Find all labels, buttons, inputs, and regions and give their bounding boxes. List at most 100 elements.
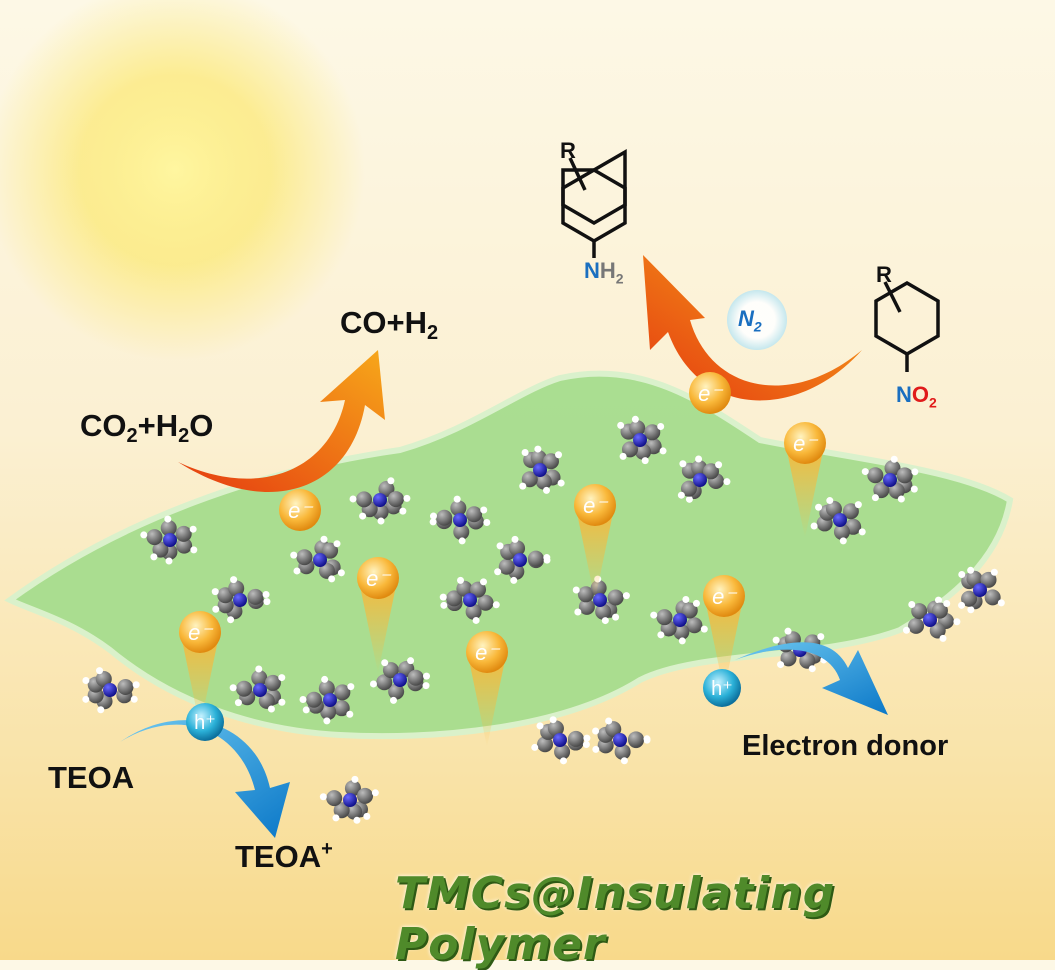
electron-ball: [179, 611, 221, 653]
carbon-atom: [799, 652, 816, 669]
hydrogen-atom: [319, 793, 327, 801]
donor-oxidation-arrow: [735, 642, 888, 715]
nitrogen-atom: [233, 593, 247, 607]
carbon-atom: [703, 463, 720, 480]
carbon-atom: [607, 589, 624, 606]
hydrogen-atom: [685, 495, 693, 503]
hydrogen-atom: [601, 617, 609, 625]
hydrogen-atom: [777, 661, 785, 669]
electron-symbol: e⁻: [366, 566, 392, 591]
hydrogen-atom: [631, 415, 639, 423]
hydrogen-atom: [592, 745, 600, 753]
hydrogen-atom: [542, 486, 550, 494]
hydrogen-atom: [429, 512, 437, 520]
carbon-atom: [842, 503, 859, 520]
hydrogen-atom: [234, 699, 242, 707]
hydrogen-atom: [363, 812, 371, 820]
co2-reduction-arrow: [178, 350, 385, 492]
tmc-molecule: [229, 665, 286, 713]
hydrogen-atom: [510, 576, 518, 584]
electron-symbol: e⁻: [288, 498, 314, 523]
hydrogen-atom: [934, 596, 942, 604]
hydrogen-atom: [555, 451, 563, 459]
aniline-nh2-label: NH2: [584, 258, 624, 286]
carbon-atom: [929, 622, 946, 639]
teoa-label: TEOA: [48, 760, 135, 795]
carbon-atom: [251, 670, 268, 687]
carbon-atom: [334, 684, 351, 701]
carbon-atom: [621, 441, 638, 458]
nitrogen-atom: [883, 473, 897, 487]
nitrogen-atom: [163, 533, 177, 547]
hydrogen-atom: [967, 566, 975, 574]
hydrogen-atom: [521, 448, 529, 456]
electron-symbol: e⁻: [475, 640, 501, 665]
hydrogen-atom: [377, 517, 385, 525]
carbon-atom: [567, 730, 584, 747]
hydrogen-atom: [620, 757, 628, 765]
carbon-atom: [152, 541, 169, 558]
hole-symbol: h⁺: [194, 712, 216, 734]
hydrogen-atom: [371, 789, 379, 797]
hydrogen-atom: [321, 675, 329, 683]
teoa-text: TEOA: [235, 839, 322, 874]
hydrogen-atom: [333, 540, 341, 548]
hydrogen-atom: [227, 616, 235, 624]
subscript: 2: [929, 394, 937, 411]
n2-label: N2: [738, 306, 762, 334]
hydrogen-atom: [422, 682, 430, 690]
hydrogen-atom: [150, 553, 158, 561]
carbon-atom: [867, 467, 884, 484]
nitrogen-atom: [393, 673, 407, 687]
tmc-molecule: [439, 576, 500, 624]
hydrogen-atom: [871, 494, 879, 502]
hydrogen-atom: [715, 461, 723, 469]
carbon-atom: [333, 802, 350, 819]
hydrogen-atom: [861, 468, 869, 476]
co2-h2o-label: CO2+H2O: [80, 408, 213, 448]
carbon-atom: [407, 669, 424, 686]
hydrogen-atom: [612, 613, 620, 621]
hydrogen-atom: [902, 626, 910, 634]
carbon-atom: [542, 453, 559, 470]
hydrogen-atom: [458, 537, 466, 545]
tmc-molecule: [810, 497, 866, 545]
nitrogen-symbol: N: [584, 258, 600, 283]
hydrogen-atom: [262, 590, 270, 598]
charge-carriers: e⁻e⁻e⁻e⁻e⁻e⁻e⁻e⁻h⁺h⁺: [179, 372, 826, 747]
electron-symbol: e⁻: [583, 493, 609, 518]
carbon-atom: [577, 586, 594, 603]
hydrogen-atom: [190, 546, 198, 554]
hydrogen-atom: [299, 695, 307, 703]
carbon-atom: [378, 481, 395, 498]
hydrogen-atom: [953, 618, 961, 626]
hydrogen-atom: [659, 447, 667, 455]
hydrogen-atom: [212, 605, 220, 613]
carbon-atom: [344, 780, 361, 797]
teoa-plus-label: TEOA+: [235, 838, 333, 875]
carbon-atom: [357, 787, 374, 804]
hydrogen-atom: [387, 477, 395, 485]
carbon-atom: [477, 594, 494, 611]
tmc-molecule: [299, 675, 355, 725]
tmc-molecule: [82, 667, 140, 714]
hydrogen-atom: [211, 588, 219, 596]
hydrogen-atom: [939, 634, 947, 642]
hydrogen-atom: [457, 576, 465, 584]
electron-ball: [689, 372, 731, 414]
carbon-atom: [966, 570, 983, 587]
hydrogen-atom: [557, 479, 565, 487]
carbon-atom: [446, 590, 463, 607]
carbon-atom: [264, 674, 281, 691]
hydrogen-atom: [302, 706, 310, 714]
hydrogen-atom: [353, 816, 361, 824]
hydrogen-atom: [519, 482, 527, 490]
hole-ball: [703, 669, 741, 707]
carbon-atom: [176, 537, 193, 554]
hydrogen-atom: [897, 495, 905, 503]
hydrogen-atom: [582, 740, 590, 748]
carbon-atom: [318, 562, 335, 579]
carbon-atom: [146, 529, 163, 546]
co2-text: CO: [80, 408, 127, 443]
carbon-atom: [465, 603, 482, 620]
